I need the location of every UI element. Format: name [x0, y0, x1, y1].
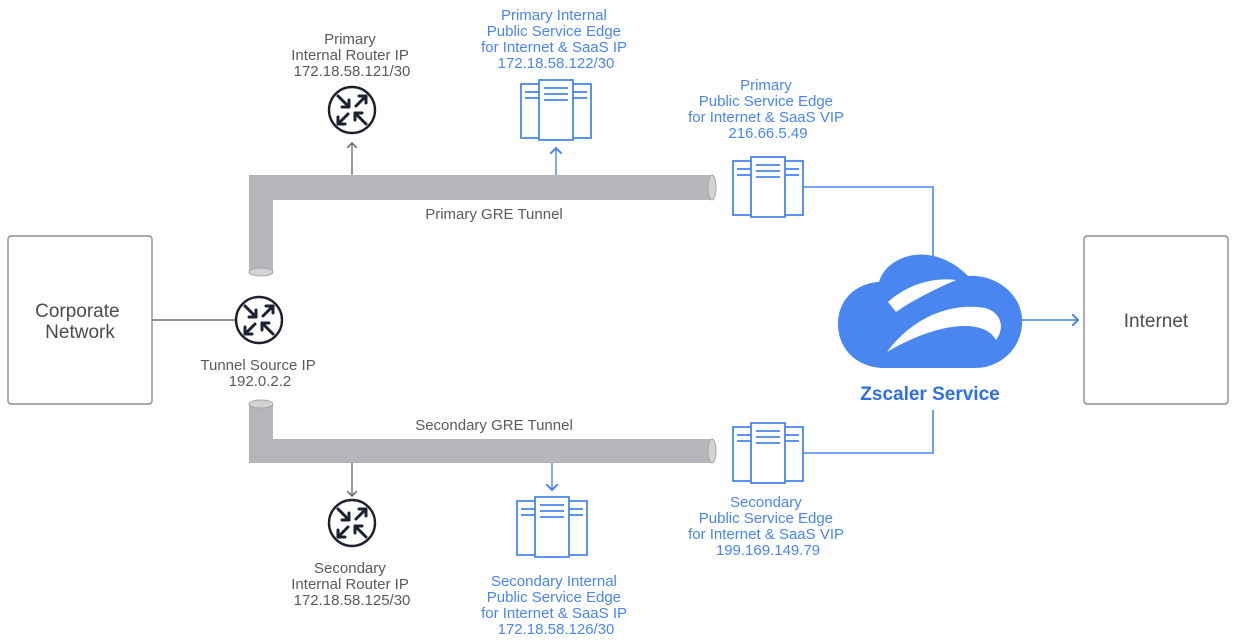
tunnel-source-router-icon [234, 295, 284, 345]
secondary-gre-tunnel-label: Secondary GRE Tunnel [415, 417, 573, 434]
primary-pse-server-icon [732, 156, 804, 218]
internet-label: Internet [1124, 311, 1189, 332]
zscaler-service-label: Zscaler Service [860, 384, 999, 405]
zscaler-cloud-icon [838, 254, 1023, 368]
secondary-gre-tunnel [248, 399, 717, 464]
secondary-router-icon [327, 498, 377, 548]
primary-pse-label: Primary Public Service Edge for Internet… [688, 77, 848, 142]
secondary-pse-label: Secondary Public Service Edge for Intern… [688, 494, 848, 559]
primary-gre-tunnel-label: Primary GRE Tunnel [425, 206, 563, 223]
secondary-pse-to-zscaler-line [803, 410, 934, 454]
primary-router-label: Primary Internal Router IP 172.18.58.121… [291, 31, 412, 80]
primary-pse-to-zscaler-line [803, 186, 934, 262]
primary-internal-pse-server-icon [520, 79, 592, 141]
secondary-pse-server-icon [732, 422, 804, 484]
primary-router-icon [327, 85, 377, 135]
secondary-internal-pse-label: Secondary Internal Public Service Edge f… [481, 573, 631, 638]
tunnel-source-label: Tunnel Source IP 192.0.2.2 [200, 357, 319, 390]
primary-internal-pse-label: Primary Internal Public Service Edge for… [481, 7, 631, 72]
internet-box [1083, 235, 1229, 405]
primary-gre-tunnel [248, 174, 717, 277]
secondary-router-label: Secondary Internal Router IP 172.18.58.1… [291, 560, 412, 609]
corporate-network-label: Corporate Network [35, 301, 125, 343]
secondary-internal-pse-server-icon [516, 496, 588, 558]
